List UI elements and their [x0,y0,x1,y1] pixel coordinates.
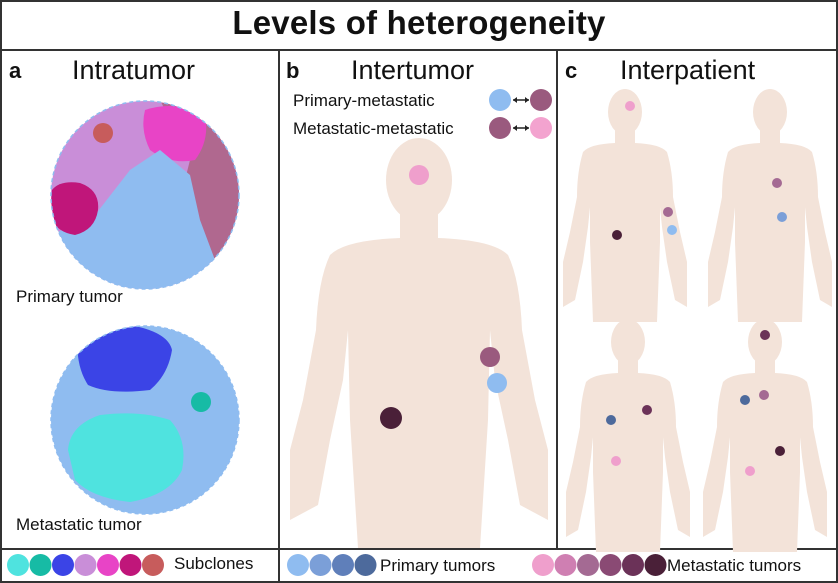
tumor-dot [760,330,770,340]
legend-subclone-swatch [29,554,52,576]
legend-primary-swatch [309,554,332,576]
metastatic-tumor-arm [480,347,500,367]
legend-subclone-swatch [119,554,142,576]
legend-primary-label: Primary tumors [380,556,496,575]
tumor-dot [625,101,635,111]
legend-subclone-swatch [142,554,164,576]
panel-b-letter: b [286,58,300,83]
panel-a-letter: a [9,58,22,83]
patient-silhouettes [563,89,832,552]
tumor-dot [775,446,785,456]
subclone-dot [93,123,113,143]
legend-metastatic-swatch [577,554,599,576]
metastatic-tumor-abdomen [380,407,402,429]
tumor-dot [612,230,622,240]
tumor-dot [667,225,677,235]
tumor-dot [759,390,769,400]
legend-primary-swatch [332,554,354,576]
legend-metastatic-swatch [554,554,577,576]
tumor-dot [777,212,787,222]
legend-metastatic-swatch [532,554,554,576]
legend-subclones-label: Subclones [174,554,254,573]
legend-subclone-swatch [74,554,97,576]
metastatic-tumor-illustration [51,326,239,514]
figure-title: Levels of heterogeneity [232,4,606,41]
tumor-dot [740,395,750,405]
legend-metastatic-label: Metastatic tumors [667,556,802,575]
subclone-dot [191,392,211,412]
panel-b-title: Intertumor [351,55,475,85]
primary-tumor-arm [487,373,507,393]
legend-primary-swatch [287,554,309,576]
metastatic-tumor-label: Metastatic tumor [16,515,142,534]
tumor-dot [772,178,782,188]
relation-icons [489,89,552,139]
legend-subclone-swatch [52,554,74,576]
legend-metastatic-swatch [599,554,622,576]
legend-metastatic-swatch [644,554,667,576]
legend-primary-swatch [354,554,377,576]
legend-swatches [7,554,667,576]
tumor-dot [606,415,616,425]
tumor-dot [745,466,755,476]
tumor-dot [663,207,673,217]
legend-subclone-swatch [97,554,119,576]
relation-primary-metastatic-label: Primary-metastatic [293,91,435,110]
tumor-dot [642,405,652,415]
primary-tumor-label: Primary tumor [16,287,123,306]
tumor-dot [611,456,621,466]
legend-subclone-swatch [7,554,29,576]
legend-metastatic-swatch [622,554,644,576]
metastatic-tumor-brain [409,165,429,185]
relation-metastatic-metastatic-label: Metastatic-metastatic [293,119,454,138]
panel-c-title: Interpatient [620,55,756,85]
panel-a-title: Intratumor [72,55,196,85]
panel-c-letter: c [565,58,578,83]
